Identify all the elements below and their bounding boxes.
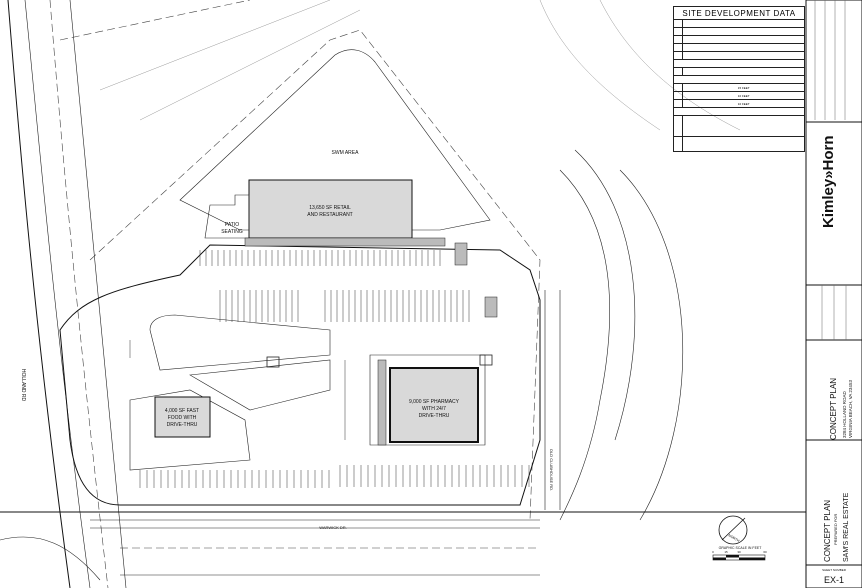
table-cell bbox=[672, 51, 684, 60]
company-logo: Kimley»Horn bbox=[820, 135, 837, 228]
property-boundary bbox=[89, 29, 541, 521]
plan-title: CONCEPT PLAN bbox=[829, 378, 838, 440]
table-cell bbox=[672, 35, 684, 44]
clubhouse-road-label: OLD CLUBHOUSE RD. bbox=[549, 449, 554, 491]
table-cell bbox=[682, 19, 805, 28]
table-cell bbox=[682, 67, 805, 76]
client-name: SAM'S REAL ESTATE bbox=[843, 492, 850, 562]
warwick-road-label: WARWICK DR. bbox=[319, 525, 347, 530]
table-cell bbox=[672, 115, 684, 137]
sheet-number: EX-1 bbox=[824, 575, 844, 585]
table-cell bbox=[682, 27, 805, 36]
table-cell bbox=[682, 115, 805, 137]
scale-tick: 30 bbox=[737, 550, 741, 554]
north-arrow: NORTH bbox=[718, 515, 748, 545]
drive-thru-lane bbox=[189, 359, 331, 411]
table-cell bbox=[672, 91, 684, 100]
north-label: NORTH bbox=[728, 533, 741, 543]
address-line-1: 3284 HOLLAND ROAD bbox=[842, 390, 847, 438]
holland-road-edge bbox=[24, 0, 91, 588]
table-title: SITE DEVELOPMENT DATA bbox=[673, 6, 805, 20]
scale-tick: 15 bbox=[724, 550, 728, 554]
table-cell bbox=[672, 83, 684, 92]
sidewalk-hatch bbox=[377, 359, 387, 446]
holland-road-edge bbox=[7, 0, 71, 588]
table-cell: 15 FEET bbox=[682, 83, 805, 92]
fast-food-building bbox=[154, 396, 211, 438]
parking-stalls bbox=[129, 250, 530, 488]
fast-food-pad bbox=[129, 389, 251, 471]
sheet-title: CONCEPT PLAN bbox=[823, 500, 832, 562]
pharmacy-pad bbox=[369, 354, 486, 446]
retail-label: AND RESTAURANT bbox=[307, 212, 352, 218]
sheet-number-label: SHEET NUMBER bbox=[822, 568, 847, 572]
dumpster-enclosure bbox=[479, 354, 493, 366]
table-cell bbox=[672, 19, 684, 28]
dumpster-enclosure bbox=[454, 242, 468, 266]
table-cell bbox=[682, 35, 805, 44]
east-road-edge bbox=[559, 169, 610, 521]
site-paving-outline bbox=[59, 244, 541, 506]
fast-food-label: DRIVE-THRU bbox=[167, 422, 198, 428]
pharmacy-label: WITH 24/7 bbox=[422, 406, 446, 412]
contour-line bbox=[99, 0, 361, 121]
scale-tick: 60 bbox=[763, 550, 767, 554]
table-spacer bbox=[673, 107, 805, 116]
pharmacy-label: 9,000 SF PHARMACY bbox=[409, 399, 460, 405]
dumpster-enclosure bbox=[266, 356, 280, 368]
holland-centerline bbox=[49, 0, 109, 588]
table-cell bbox=[672, 27, 684, 36]
title-block: Kimley»Horn CONCEPT PLAN 3284 HOLLAND RO… bbox=[805, 0, 862, 588]
scale-tick: 0 bbox=[712, 550, 714, 554]
prepared-for-label: PREPARED FOR bbox=[833, 514, 838, 545]
road-curve bbox=[0, 536, 101, 581]
sidewalk-hatch bbox=[244, 237, 446, 247]
patio-label: SEATING bbox=[221, 229, 243, 235]
table-cell bbox=[672, 43, 684, 52]
table-cell bbox=[672, 136, 684, 152]
table-spacer bbox=[673, 59, 805, 68]
table-cell bbox=[682, 43, 805, 52]
table-cell bbox=[672, 99, 684, 108]
table-cell: 10 FEET bbox=[682, 91, 805, 100]
swm-area-label: SWM AREA bbox=[332, 150, 360, 156]
swm-area-outline bbox=[179, 49, 491, 231]
dumpster-enclosure bbox=[484, 296, 498, 318]
table-cell: 10 FEET bbox=[682, 99, 805, 108]
east-road-edge bbox=[574, 149, 636, 441]
holland-road-label: HOLLAND RD bbox=[20, 369, 26, 402]
patio-label: PATIO bbox=[225, 222, 239, 228]
table-spacer bbox=[673, 75, 805, 84]
sidewalk bbox=[90, 519, 540, 529]
retail-label: 13,650 SF RETAIL bbox=[309, 205, 351, 211]
scale-title: GRAPHIC SCALE IN FEET bbox=[719, 546, 763, 550]
patio-seating-area bbox=[204, 194, 250, 239]
fast-food-label: 4,000 SF FAST bbox=[165, 408, 199, 414]
clubhouse-road-edge bbox=[544, 290, 561, 510]
graphic-scale: GRAPHIC SCALE IN FEET 0 15 30 60 bbox=[712, 546, 767, 561]
table-cell bbox=[672, 67, 684, 76]
east-lot-edge bbox=[619, 169, 684, 521]
table-cell bbox=[682, 136, 805, 152]
address-line-2: VIRGINIA BEACH, VA 23453 bbox=[848, 380, 853, 438]
landscape-island bbox=[149, 314, 331, 371]
table-cell bbox=[682, 51, 805, 60]
fast-food-label: FOOD WITH bbox=[168, 415, 197, 421]
pharmacy-building bbox=[389, 367, 479, 443]
site-development-data-table: SITE DEVELOPMENT DATA 15 FEET 10 FEET 10… bbox=[672, 6, 805, 152]
property-line bbox=[59, 0, 251, 41]
pharmacy-label: DRIVE-THRU bbox=[419, 413, 450, 419]
